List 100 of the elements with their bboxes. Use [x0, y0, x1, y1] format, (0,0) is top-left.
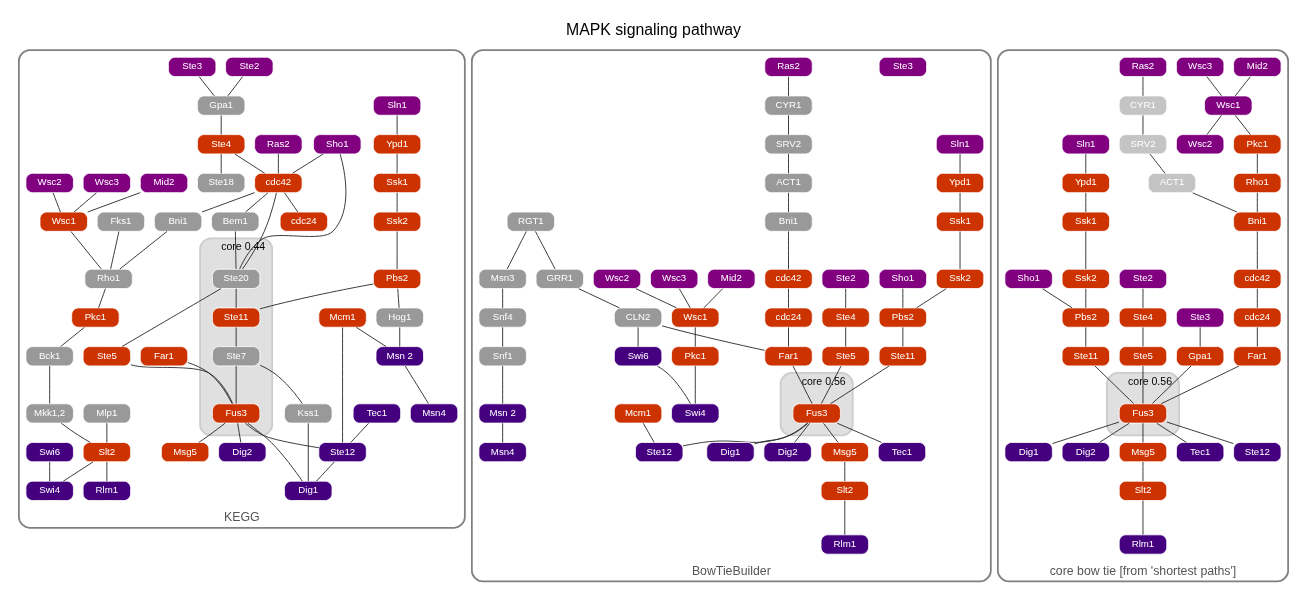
node-box: Wsc2 — [592, 268, 642, 289]
node-box: Ste3 — [878, 56, 928, 77]
node-box: Snf4 — [478, 307, 527, 328]
connector — [836, 422, 882, 443]
connector — [130, 364, 234, 405]
node-box: Dig2 — [1061, 442, 1110, 463]
connector — [60, 326, 85, 347]
connector — [259, 283, 374, 310]
connector — [1256, 288, 1258, 309]
node-box: Wsc3 — [82, 172, 132, 194]
node-box: Mid2 — [139, 172, 189, 194]
connector — [844, 461, 846, 482]
connector — [73, 192, 97, 213]
node-box: Ssk2 — [1061, 268, 1110, 289]
node-box: Msg5 — [1118, 442, 1168, 463]
node-box: cdc42 — [254, 172, 303, 194]
node-box: Ypd1 — [935, 172, 985, 194]
node-box: CYR1 — [764, 95, 813, 116]
node-box: Bck1 — [25, 346, 74, 367]
connector — [60, 422, 91, 443]
connector — [198, 422, 226, 443]
node-box: Sho1 — [313, 134, 362, 155]
node-box: Snf1 — [478, 346, 527, 367]
node-box: Bem1 — [211, 211, 260, 232]
connector — [119, 231, 168, 270]
connector — [247, 422, 303, 482]
node-box: Dig1 — [706, 442, 755, 463]
node-box: Gpa1 — [1175, 346, 1225, 367]
node-box: Mid2 — [1233, 56, 1282, 77]
node-box: Swi6 — [613, 346, 663, 367]
connector — [1256, 231, 1258, 270]
node-box: Msn4 — [409, 403, 459, 424]
connector — [502, 365, 504, 404]
node-box: Ste4 — [1118, 307, 1168, 328]
node-box: Tec1 — [877, 442, 927, 463]
node-box: Tec1 — [1175, 442, 1225, 463]
node-box: Slt2 — [82, 442, 132, 463]
connector — [235, 288, 237, 309]
node-box: Ypd1 — [1061, 172, 1110, 194]
node-box: Dig2 — [763, 442, 812, 463]
connector — [284, 192, 299, 213]
node-box: Mcm1 — [613, 403, 663, 424]
node-box: Ras2 — [1118, 56, 1168, 77]
node-box: Ste5 — [82, 346, 132, 367]
node-box: Msg5 — [820, 442, 869, 463]
node-box: Swi4 — [671, 403, 720, 424]
connector — [62, 461, 94, 482]
node-box: Ssk2 — [372, 211, 422, 232]
node-box: Ste4 — [821, 307, 870, 328]
node-box: Ssk1 — [935, 211, 985, 232]
node-box: Msn 2 — [375, 346, 424, 367]
connector — [678, 288, 691, 309]
connector — [350, 422, 369, 443]
connector — [220, 115, 222, 135]
connector — [845, 288, 847, 309]
connector — [244, 422, 320, 449]
node-box: Pbs2 — [878, 307, 928, 328]
node-box: Gpa1 — [197, 95, 246, 116]
node-box: Pkc1 — [1233, 134, 1282, 155]
node-box: Pbs2 — [372, 268, 422, 289]
connector — [845, 326, 847, 347]
connector — [277, 153, 279, 174]
connector — [292, 153, 324, 174]
node-box: Bni1 — [764, 211, 813, 232]
node-box: Swi4 — [25, 480, 74, 501]
connector — [220, 153, 222, 174]
node-box: Wsc1 — [39, 211, 88, 232]
node-box: Far1 — [1233, 346, 1282, 367]
connector — [239, 153, 347, 270]
node-box: Far1 — [139, 346, 189, 367]
connector — [342, 327, 343, 443]
node-box: Rlm1 — [820, 534, 869, 555]
connector — [1166, 421, 1234, 444]
node-box: Ste2 — [225, 56, 274, 77]
connector — [187, 362, 233, 404]
node-box: Rlm1 — [1118, 534, 1168, 555]
node-box: Ste4 — [197, 134, 246, 155]
connector — [830, 365, 890, 405]
connector — [661, 325, 766, 351]
connector — [1234, 115, 1251, 135]
node-box: cdc24 — [279, 211, 329, 232]
connector — [792, 365, 813, 404]
node-box: Fus3 — [211, 403, 261, 424]
node-box: CYR1 — [1118, 95, 1168, 116]
node-box: Ste2 — [1118, 268, 1168, 289]
connector — [70, 231, 102, 270]
node-box: Ssk1 — [372, 172, 422, 194]
node-box: Ste7 — [211, 346, 261, 367]
node-box: RGT1 — [506, 211, 555, 232]
node-box: Rho1 — [84, 268, 133, 289]
connector — [227, 76, 243, 97]
node-box: cdc24 — [1233, 307, 1282, 328]
connector — [578, 288, 620, 309]
connector — [98, 288, 106, 309]
connector — [201, 192, 256, 213]
connector — [235, 326, 237, 347]
node-box: Ste11 — [878, 346, 928, 367]
node-box: Fus3 — [1118, 403, 1168, 424]
node-box: Mlp1 — [82, 403, 132, 424]
diagram-title: MAPK signaling pathway — [565, 20, 742, 38]
